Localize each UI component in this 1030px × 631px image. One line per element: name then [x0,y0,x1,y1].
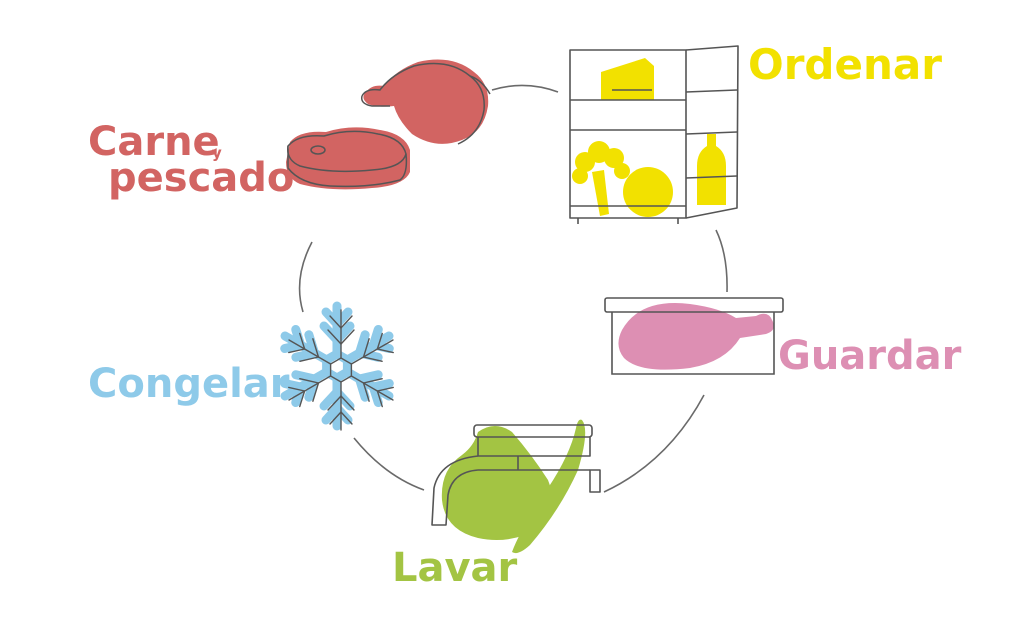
step-label-ordenar: Ordenar [748,40,942,89]
arc-ordenar-guardar [715,229,728,293]
green-bean-icon [512,419,586,554]
cycle-arcs [298,84,728,493]
faucet-icon [431,419,601,554]
snowflake-icon [279,306,400,430]
arc-guardar-lavar [603,394,705,493]
ham-icon [363,59,489,144]
arc-lavar-congelar [353,437,425,491]
step-label-guardar: Guardar [778,333,962,379]
step-label-carne: Carne [88,119,220,165]
chicken-leg-icon [618,303,774,370]
step-label-pescado: pescado [108,155,295,201]
food-container-icon [604,297,784,375]
bottle-icon [697,134,726,205]
arc-congelar-carne [298,241,313,313]
round-fruit-icon [623,167,673,217]
pear-icon [441,426,553,541]
step-label-congelar: Congelar [88,361,290,407]
arc-carne-ordenar [491,84,559,93]
steak-icon [286,127,410,190]
meat-icon [286,59,491,190]
refrigerator-icon [569,45,739,224]
step-label-connector-y: y [212,144,222,162]
cheese-icon [601,58,654,100]
step-label-lavar: Lavar [392,545,518,591]
broccoli-icon [572,141,630,216]
